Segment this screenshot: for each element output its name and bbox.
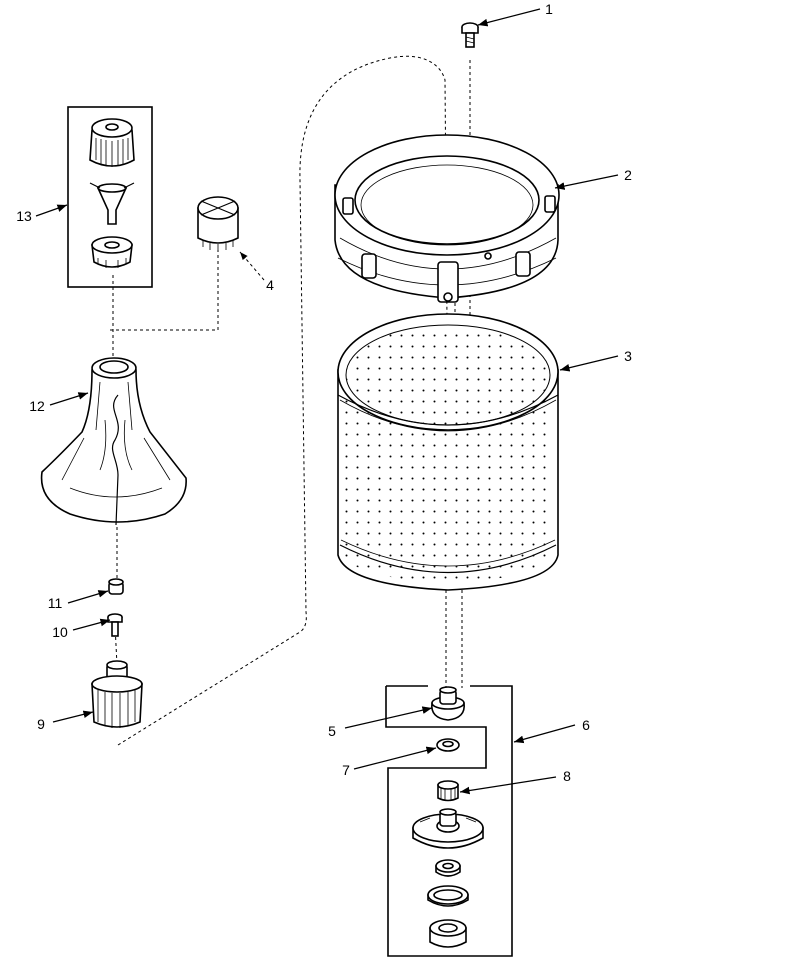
callout-12: 12	[29, 398, 45, 414]
leader-5	[344, 706, 433, 729]
part-8-bushing	[437, 780, 459, 802]
leader-11	[67, 590, 109, 604]
part-3-basket	[337, 313, 559, 591]
callout-8: 8	[563, 768, 571, 784]
part-1-screw	[461, 22, 479, 48]
leader-9	[52, 710, 94, 723]
part-5-nut	[431, 686, 465, 721]
cap-base	[91, 236, 133, 268]
leader-1	[477, 8, 541, 27]
leader-13	[35, 204, 68, 217]
leader-6	[513, 724, 576, 744]
part-13-box	[67, 106, 153, 288]
callout-labels: 1 2 3 4 5 6 7 8 9 10 11 12 13	[16, 1, 632, 784]
part-10-bolt	[107, 613, 123, 637]
part-9-drive	[91, 660, 143, 728]
leader-10	[72, 618, 111, 631]
part-7-washer	[436, 738, 460, 752]
dispenser-funnel	[89, 182, 135, 225]
callout-5: 5	[328, 723, 336, 739]
callout-6: 6	[582, 717, 590, 733]
leader-4	[239, 251, 265, 281]
callout-7: 7	[342, 762, 350, 778]
leader-lines	[35, 8, 619, 795]
agitator-cap	[89, 118, 135, 167]
part-13-cap-assembly	[67, 106, 153, 288]
part-6-hub-assembly-box	[385, 685, 513, 957]
part-2-balance-ring	[334, 134, 560, 303]
leader-7	[353, 746, 437, 770]
leader-2	[554, 174, 619, 190]
callout-4: 4	[266, 277, 274, 293]
leader-12	[49, 392, 89, 406]
callout-13: 13	[16, 208, 32, 224]
callout-11: 11	[48, 595, 63, 611]
part-11	[108, 578, 124, 595]
callout-3: 3	[624, 348, 632, 364]
part-12-agitator	[40, 357, 187, 526]
callout-1: 1	[545, 1, 553, 17]
leader-3	[559, 355, 619, 372]
callout-10: 10	[52, 624, 68, 640]
leader-8	[459, 776, 557, 795]
part-4-cam	[197, 196, 239, 251]
callout-9: 9	[37, 716, 45, 732]
callout-2: 2	[624, 167, 632, 183]
hub-stack	[412, 808, 484, 948]
